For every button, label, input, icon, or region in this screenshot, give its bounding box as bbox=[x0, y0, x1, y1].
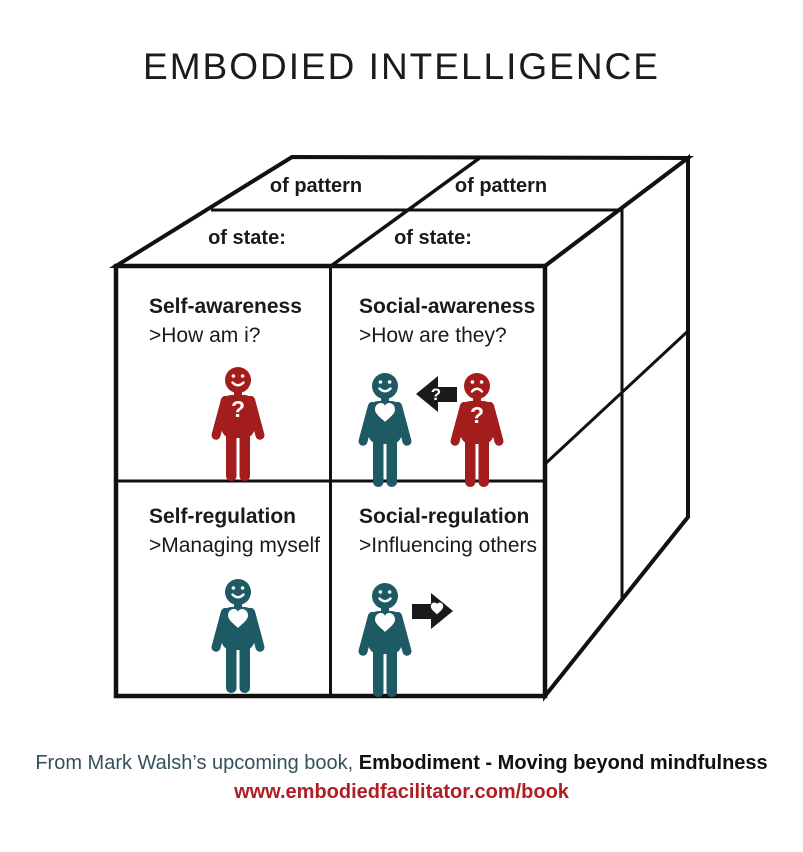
quadrant-heading: Social-awareness bbox=[359, 295, 535, 318]
footer: From Mark Walsh’s upcoming book, Embodim… bbox=[0, 750, 803, 805]
quadrant-heading: Self-regulation bbox=[149, 505, 296, 528]
page-title: EMBODIED INTELLIGENCE bbox=[143, 46, 660, 87]
right-face-middle-divider bbox=[543, 329, 690, 466]
top-face-center-divider bbox=[329, 155, 483, 268]
top-label-pattern-left: of pattern bbox=[270, 175, 362, 197]
quadrant-subtext: >Managing myself bbox=[149, 534, 320, 557]
question-mark-glyph: ? bbox=[231, 396, 245, 422]
top-label-pattern-right: of pattern bbox=[455, 175, 547, 197]
red-person-question-icon: ? bbox=[210, 367, 266, 481]
footer-attribution: From Mark Walsh’s upcoming book, Embodim… bbox=[0, 750, 803, 776]
top-label-state-right: of state: bbox=[394, 227, 472, 249]
quadrant-self-awareness: Self-awareness >How am i? ? bbox=[149, 295, 302, 481]
quadrant-subtext: >Influencing others bbox=[359, 534, 537, 557]
quadrant-self-regulation: Self-regulation >Managing myself bbox=[149, 505, 320, 693]
quadrant-social-awareness: Social-awareness >How are they? ? ? bbox=[357, 295, 535, 487]
question-mark-glyph: ? bbox=[431, 385, 441, 404]
quadrant-subtext: >How am i? bbox=[149, 324, 260, 347]
quadrant-heading: Social-regulation bbox=[359, 505, 529, 528]
red-person-question-icon: ? bbox=[449, 373, 505, 487]
question-mark-glyph: ? bbox=[470, 402, 484, 428]
quadrant-heading: Self-awareness bbox=[149, 295, 302, 318]
quadrant-social-regulation: Social-regulation >Influencing others bbox=[357, 505, 537, 697]
arrow-right-heart-icon bbox=[412, 593, 453, 629]
book-url[interactable]: www.embodiedfacilitator.com/book bbox=[234, 781, 569, 803]
footer-attribution-regular: From Mark Walsh’s upcoming book, bbox=[35, 752, 359, 774]
top-label-state-left: of state: bbox=[208, 227, 286, 249]
arrow-left-question-icon: ? bbox=[416, 376, 457, 412]
quadrant-subtext: >How are they? bbox=[359, 324, 507, 347]
book-title: Embodiment - Moving beyond mindfulness bbox=[358, 752, 768, 774]
